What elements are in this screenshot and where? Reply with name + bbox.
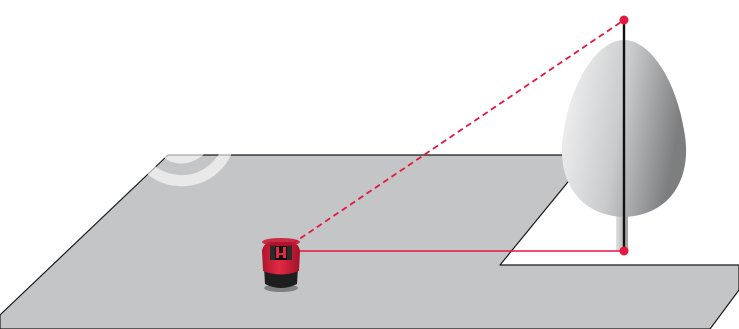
laser-level-device-icon — [262, 238, 300, 292]
tree-top-point — [619, 15, 629, 25]
tree-base-point — [619, 246, 629, 256]
angled-laser-beam — [291, 19, 625, 245]
ground-plane — [0, 154, 739, 329]
